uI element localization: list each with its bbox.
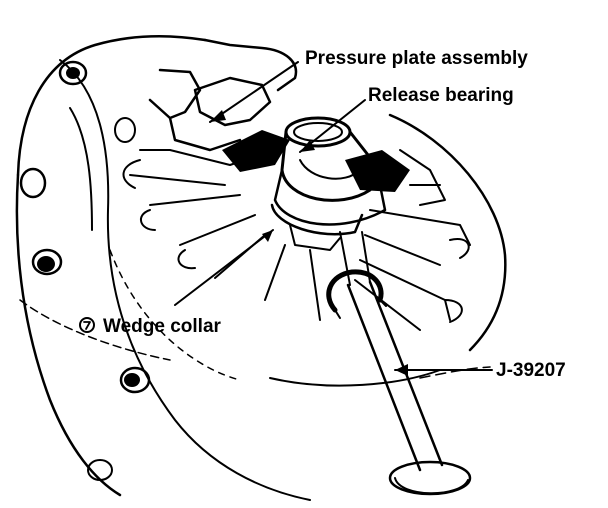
label-pressure-plate: Pressure plate assembly: [305, 48, 528, 69]
label-wedge-collar: Wedge collar: [103, 316, 222, 337]
pressure-plate-assembly: [122, 38, 471, 331]
label-tool: J-39207: [496, 360, 566, 381]
circled-numeral-icon: [79, 317, 95, 333]
release-bearing: [273, 116, 387, 226]
flywheel-housing: [15, 34, 507, 501]
bolt-holes: [19, 60, 151, 481]
label-release-bearing: Release bearing: [368, 85, 514, 106]
wedge-collar: [270, 203, 364, 251]
leader-lines: [174, 61, 493, 376]
snap-ring: [326, 269, 387, 319]
